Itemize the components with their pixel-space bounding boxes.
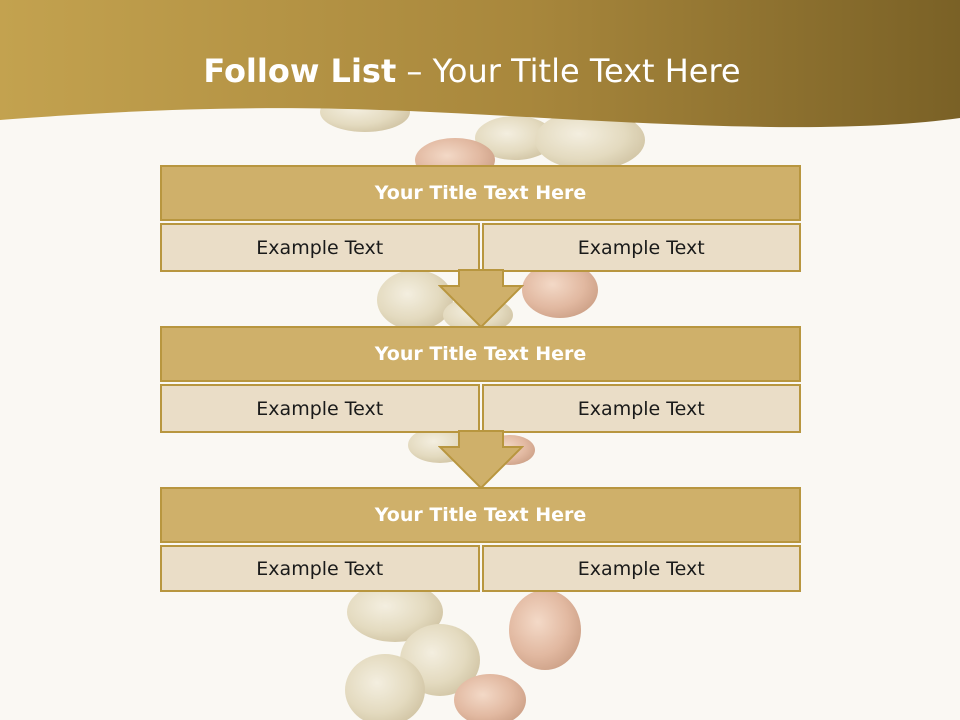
example-text-cell: Example Text (481, 384, 801, 433)
down-arrow-icon (438, 269, 524, 329)
example-text-cell: Example Text (160, 384, 480, 433)
header-band (0, 0, 960, 128)
example-text-cell: Example Text (481, 545, 801, 592)
block-row: Example Text Example Text (160, 545, 801, 592)
slide-title-bold: Follow List (203, 52, 397, 90)
list-block-2: Your Title Text Here Example Text Exampl… (160, 326, 801, 433)
example-text-cell: Example Text (481, 223, 801, 272)
example-text-cell: Example Text (160, 545, 480, 592)
block-title: Your Title Text Here (160, 326, 801, 382)
block-row: Example Text Example Text (160, 223, 801, 272)
block-title: Your Title Text Here (160, 487, 801, 543)
list-block-1: Your Title Text Here Example Text Exampl… (160, 165, 801, 272)
example-text-cell: Example Text (160, 223, 480, 272)
slide-title: Follow List – Your Title Text Here (0, 52, 944, 90)
block-title: Your Title Text Here (160, 165, 801, 221)
list-block-3: Your Title Text Here Example Text Exampl… (160, 487, 801, 592)
block-row: Example Text Example Text (160, 384, 801, 433)
slide-title-rest: – Your Title Text Here (396, 52, 741, 90)
down-arrow-icon (438, 430, 524, 490)
